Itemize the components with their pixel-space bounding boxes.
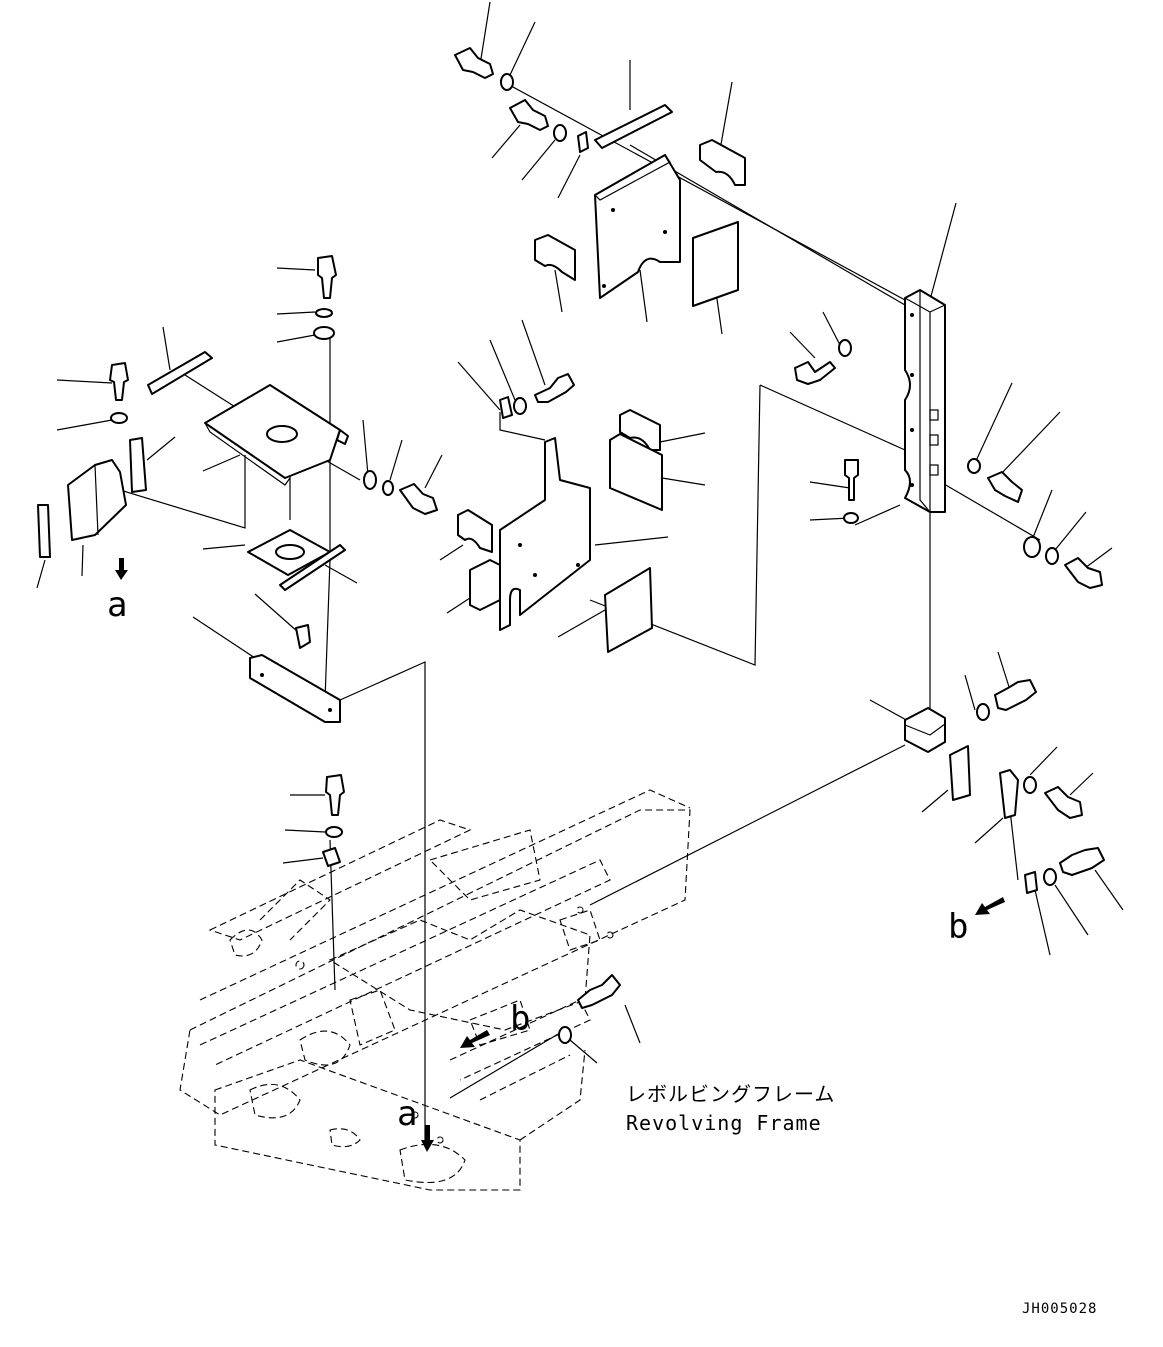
cushion-strip [279, 544, 346, 591]
washer [1043, 868, 1057, 886]
clip [1024, 871, 1038, 894]
washer [976, 703, 990, 721]
hex-bolt [987, 471, 1023, 503]
washer [513, 397, 527, 415]
hex-bolt [109, 362, 129, 401]
washer [1045, 547, 1059, 565]
view-label-b-frame: b [510, 999, 530, 1039]
rubber-pad [609, 433, 663, 511]
view-label-a-frame: a [397, 1094, 417, 1134]
notched-pad [534, 234, 576, 281]
vertical-channel [904, 289, 946, 513]
hex-bolt [1044, 786, 1083, 819]
arrow-a-frame [421, 1125, 434, 1152]
hex-bolt [1064, 557, 1103, 589]
hex-bolt [1059, 847, 1105, 876]
lower-right-hardware [460, 679, 1105, 1048]
top-cover-assembly [454, 47, 746, 307]
washer [110, 412, 128, 424]
spacer-block [129, 437, 147, 493]
washer [553, 124, 567, 142]
washer [843, 512, 859, 524]
rubber-pad [604, 567, 653, 653]
hex-bolt [577, 974, 621, 1009]
washer [382, 480, 394, 496]
hex-bolt [534, 373, 575, 403]
hex-bolt [844, 459, 859, 501]
hex-bolt [994, 679, 1037, 711]
washer [838, 339, 852, 357]
right-bracket-assembly [794, 289, 1103, 589]
lower-bracket [249, 654, 341, 723]
retainer [295, 624, 311, 649]
view-label-b: b [948, 907, 968, 947]
washer [363, 470, 377, 490]
washer [1023, 536, 1041, 558]
leader-lines [36, 1, 1124, 1140]
drawing-code: JH005028 [1022, 1301, 1097, 1317]
arrow-b [975, 897, 1005, 915]
spacer-block [37, 504, 51, 558]
mount-bracket [904, 707, 946, 753]
middle-cover-assembly [457, 373, 663, 653]
arrow-a [115, 558, 128, 580]
hex-bolt [794, 361, 836, 385]
rubber-pad [692, 221, 739, 307]
cover-plate [594, 154, 681, 299]
hex-bolt [454, 47, 494, 79]
washer [558, 1026, 572, 1044]
washer [1023, 776, 1037, 794]
revolving-frame [179, 789, 691, 1191]
washer [967, 458, 981, 474]
hex-bolt [399, 483, 438, 515]
spacer-block [469, 559, 501, 611]
hex-bolt [509, 99, 549, 131]
clip [499, 396, 513, 419]
washer [315, 308, 333, 318]
caption-japanese: レボルビングフレーム [626, 1082, 835, 1106]
left-cover-assembly [37, 255, 438, 723]
notched-pad [457, 509, 493, 553]
caption-english: Revolving Frame [626, 1111, 822, 1135]
bracket-clip [999, 769, 1019, 819]
arrow-b-frame [460, 1030, 490, 1048]
spacer-block [949, 745, 971, 801]
side-plate [499, 437, 591, 631]
cushion-strip [594, 104, 673, 149]
washer [313, 326, 335, 340]
washer [500, 73, 514, 91]
washer [325, 826, 343, 838]
lower-hardware [322, 774, 434, 1152]
notched-pad [699, 139, 746, 186]
clip [322, 847, 341, 867]
clip [577, 131, 589, 153]
hex-bolt [317, 255, 337, 299]
hex-bolt [325, 774, 345, 816]
view-label-a: a [107, 585, 127, 625]
cushion-strip [147, 351, 213, 395]
